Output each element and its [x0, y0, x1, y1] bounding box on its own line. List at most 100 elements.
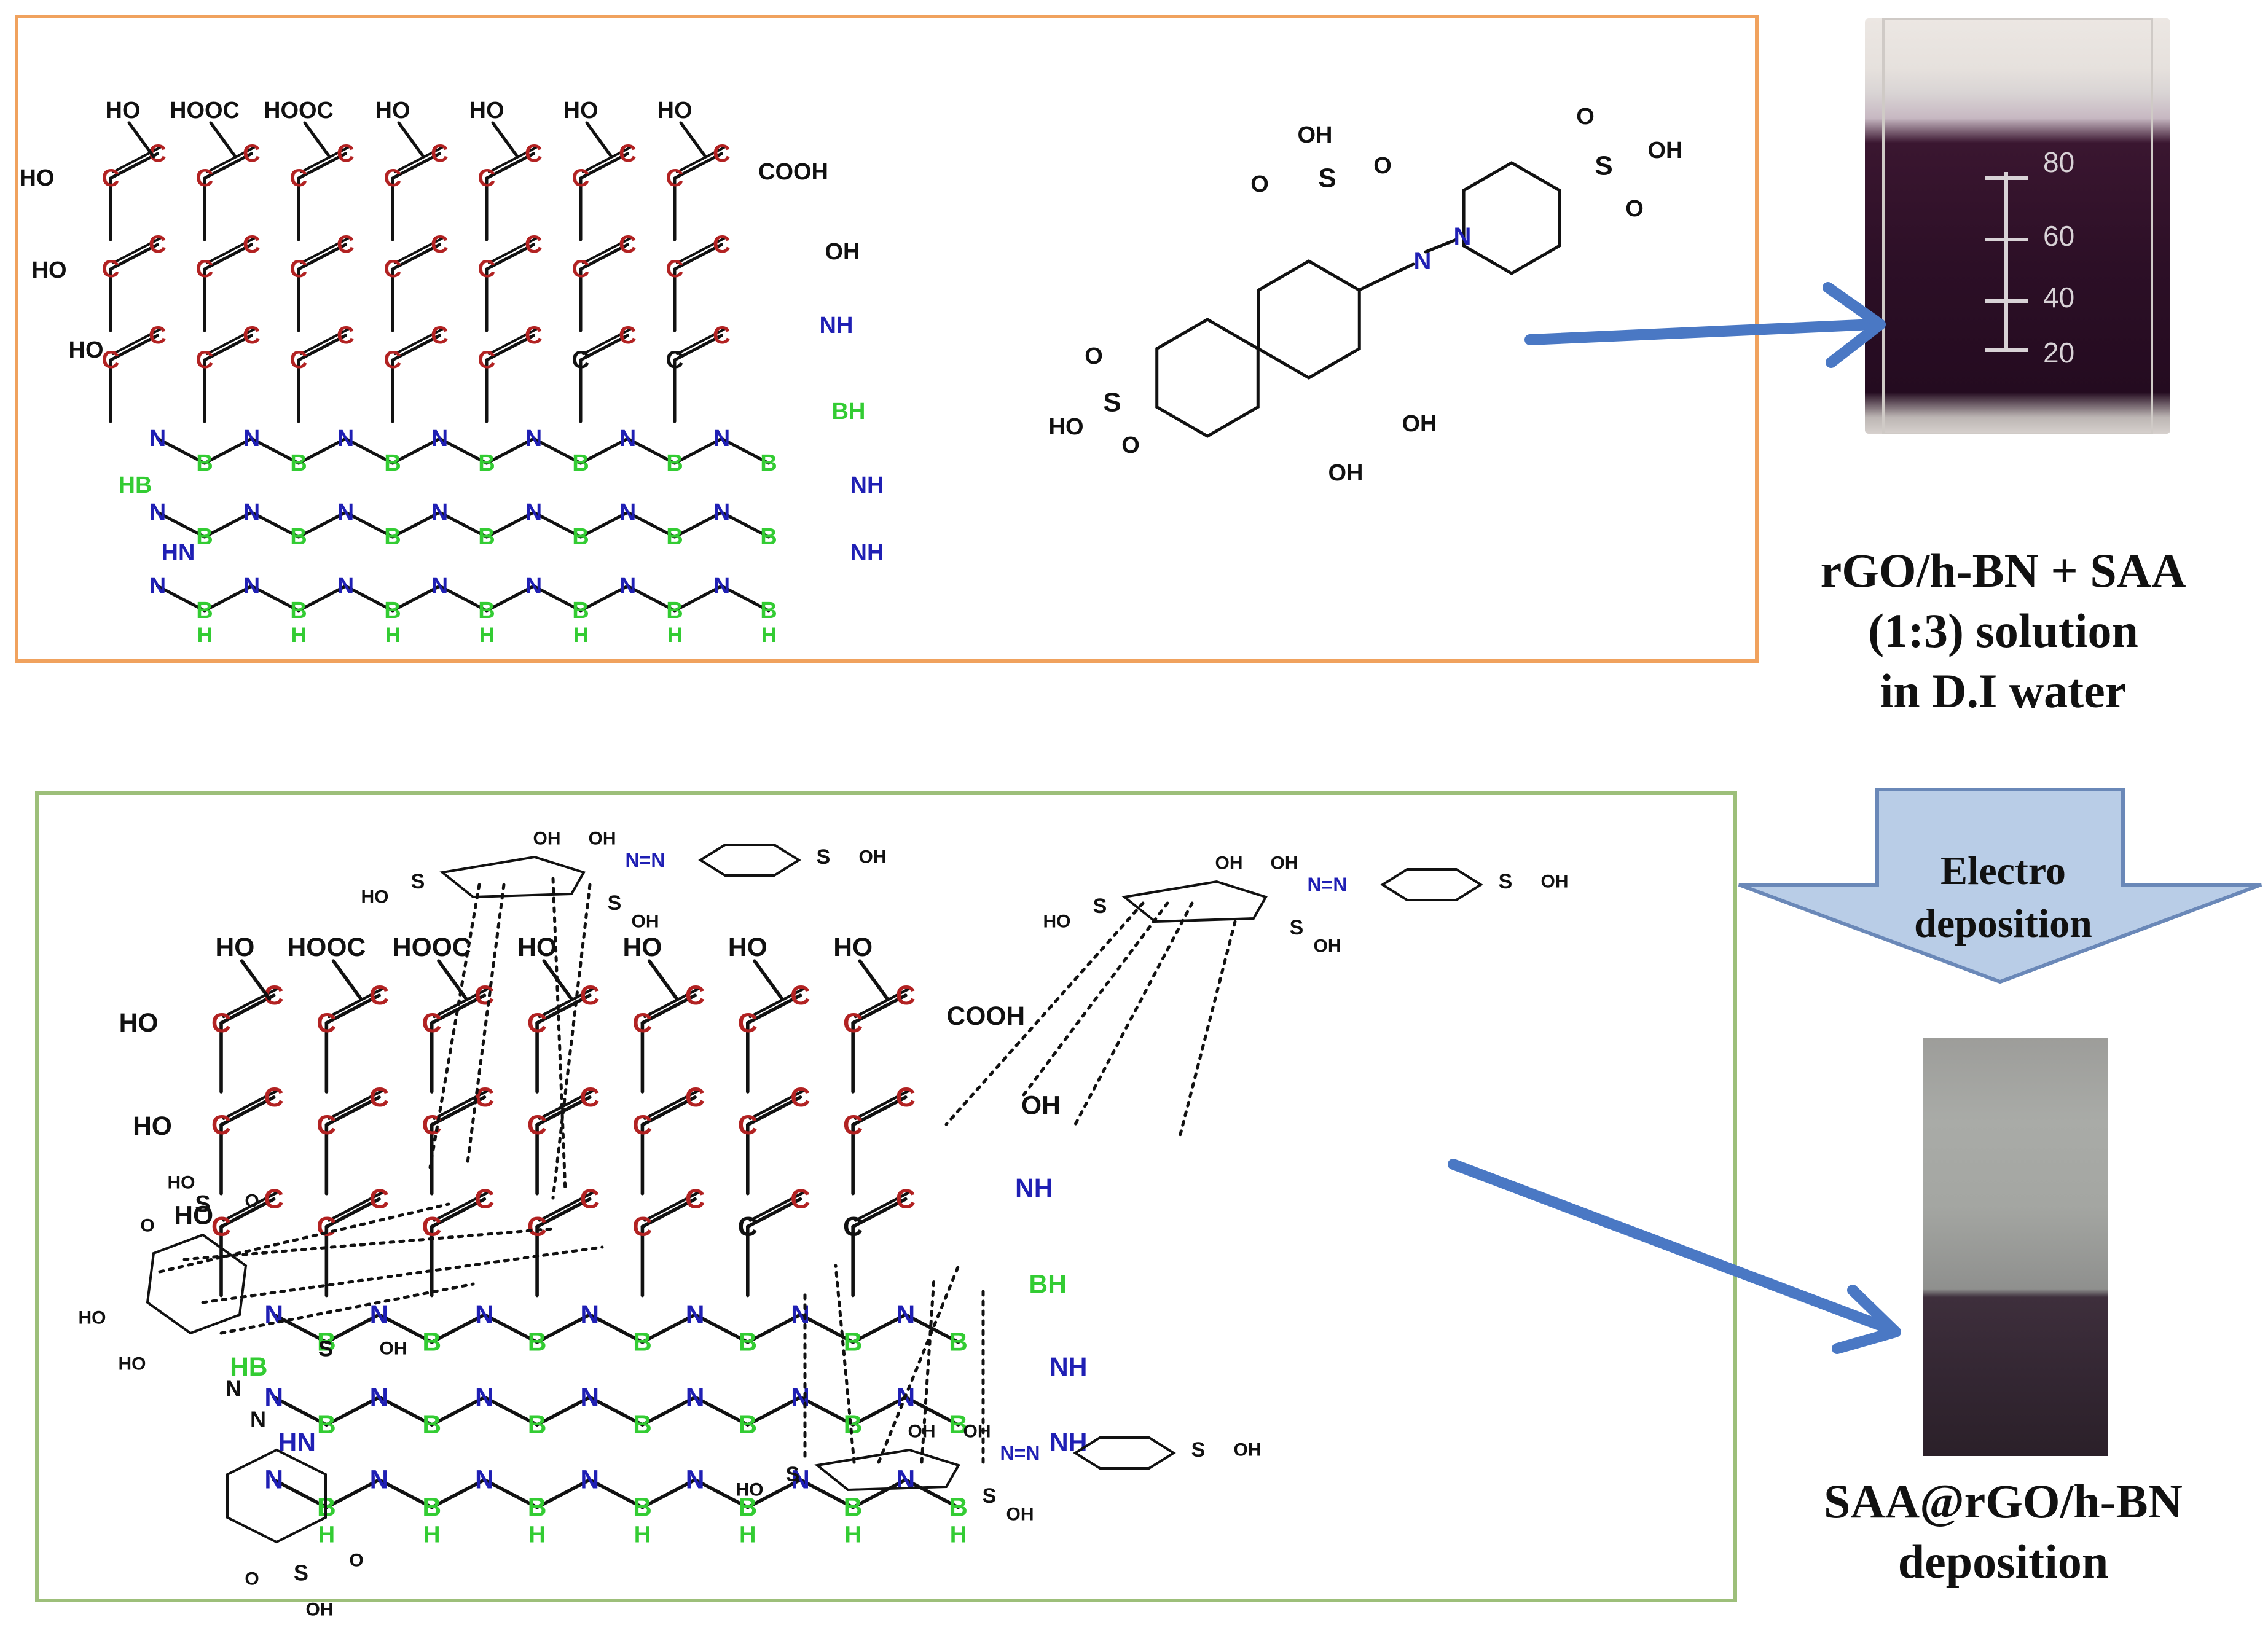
bond: [127, 121, 155, 159]
beaker-photo: 80 60 40 20: [1865, 18, 2170, 434]
boron-atom: B: [572, 524, 589, 550]
bond: [482, 1395, 539, 1427]
interaction-dotted-line: [219, 1282, 475, 1335]
carbon-atom: C: [619, 322, 637, 349]
boron-atom: B: [949, 1328, 968, 1357]
carbon-atom: C: [102, 256, 120, 283]
bond: [853, 1089, 910, 1121]
carbon-atom: C: [369, 1082, 389, 1113]
hydroxyl-label: OH: [632, 912, 659, 932]
sulfur-atom: S: [817, 845, 831, 869]
carbon-atom: C: [580, 980, 600, 1011]
carbon-atom: C: [384, 165, 402, 192]
bond: [109, 334, 159, 362]
carbon-atom: C: [580, 1082, 600, 1113]
carbon-atom: C: [369, 980, 389, 1011]
bond: [582, 237, 632, 264]
carbon-atom: C: [243, 322, 261, 349]
sulfur-atom: S: [318, 1336, 333, 1361]
boron-atom: B: [478, 524, 495, 550]
bond: [746, 1197, 802, 1229]
carbon-atom: C: [685, 1082, 705, 1113]
bond: [587, 1313, 645, 1344]
bond: [391, 334, 441, 362]
bond: [851, 1197, 908, 1229]
bond: [798, 1478, 855, 1509]
hydroxyl-label: OH: [1215, 853, 1243, 874]
carbon-atom: C: [738, 1008, 758, 1038]
bond: [206, 328, 256, 355]
carbon-atom: C: [211, 1008, 231, 1038]
hydroxyl-label: OH: [1541, 872, 1569, 892]
bond: [535, 1478, 592, 1509]
bond: [433, 1191, 489, 1222]
bond: [300, 237, 350, 264]
carbon-atom: C: [478, 347, 496, 374]
hydroxyl-label: HO: [736, 1480, 764, 1500]
bond: [328, 987, 383, 1019]
hydroxyl-label: OH: [1402, 411, 1437, 437]
boron-atom: B: [290, 450, 307, 476]
boron-atom: B: [633, 1328, 652, 1357]
bond: [485, 243, 535, 271]
azo-nitrogen: N: [1454, 223, 1472, 250]
hydroxyl-label: OH: [1234, 1440, 1262, 1460]
boron-hydrogen: H: [950, 1522, 967, 1548]
boron-hydrogen: H: [739, 1522, 756, 1548]
bond: [203, 243, 253, 271]
bond: [250, 511, 300, 539]
boron-hydrogen: H: [318, 1522, 335, 1548]
nitrogen-atom: N: [337, 499, 354, 525]
saa-b2-rings: [1121, 880, 1268, 923]
bond: [858, 959, 889, 1001]
nitrogen-atom: N: [713, 426, 730, 452]
hydroxyl-label: OH: [380, 1339, 407, 1359]
saa-left-phenyl: [226, 1448, 327, 1544]
carbon-atom: C: [478, 165, 496, 192]
boron-atom: B: [738, 1410, 757, 1439]
nitrogen-atom: N: [475, 1465, 494, 1495]
bond: [297, 511, 347, 539]
bond: [582, 146, 632, 173]
bond: [433, 987, 489, 1019]
bond: [438, 437, 489, 465]
boron-atom: B: [633, 1410, 652, 1439]
bond: [851, 993, 908, 1025]
boron-atom: B: [844, 1410, 863, 1439]
carbon-atom: C: [713, 322, 731, 349]
bond: [430, 1313, 487, 1344]
bond: [324, 993, 381, 1025]
bond: [297, 437, 347, 465]
boron-atom: B: [422, 1410, 441, 1439]
boron-atom: B: [196, 524, 213, 550]
hydroxyl-label: HO: [119, 1354, 146, 1374]
carbon-atom: C: [474, 1184, 494, 1215]
nitrogen-atom: N: [525, 426, 542, 452]
carbon-atom: C: [619, 231, 637, 258]
interaction-dotted-line: [465, 883, 506, 1169]
boron-atom: B: [949, 1410, 968, 1439]
bond: [112, 237, 162, 264]
nitrogen-atom: N: [431, 573, 448, 599]
boron-atom: B: [290, 598, 307, 624]
bond: [394, 237, 444, 264]
amine-label: NH: [820, 313, 853, 339]
carbon-atom: C: [527, 1212, 547, 1242]
bond: [303, 121, 331, 159]
bond: [391, 584, 441, 613]
interaction-dotted-line: [944, 901, 1145, 1126]
oxygen-atom: O: [245, 1191, 259, 1212]
saa-b3-rings: [814, 1448, 960, 1492]
nitrogen-atom: N: [525, 573, 542, 599]
sulfur-atom: S: [195, 1191, 210, 1217]
bond: [640, 1313, 697, 1344]
bond: [430, 993, 487, 1025]
hydroxyl-label: HO: [168, 1173, 195, 1193]
saa-b1-rings: [439, 855, 586, 899]
boron-atom: B: [384, 450, 401, 476]
bond: [222, 1089, 278, 1121]
sulfur-atom: S: [411, 870, 425, 893]
saa-top-ring-3: [1462, 161, 1561, 275]
beaker-mark-40: 40: [2043, 281, 2074, 313]
bond: [643, 987, 699, 1019]
